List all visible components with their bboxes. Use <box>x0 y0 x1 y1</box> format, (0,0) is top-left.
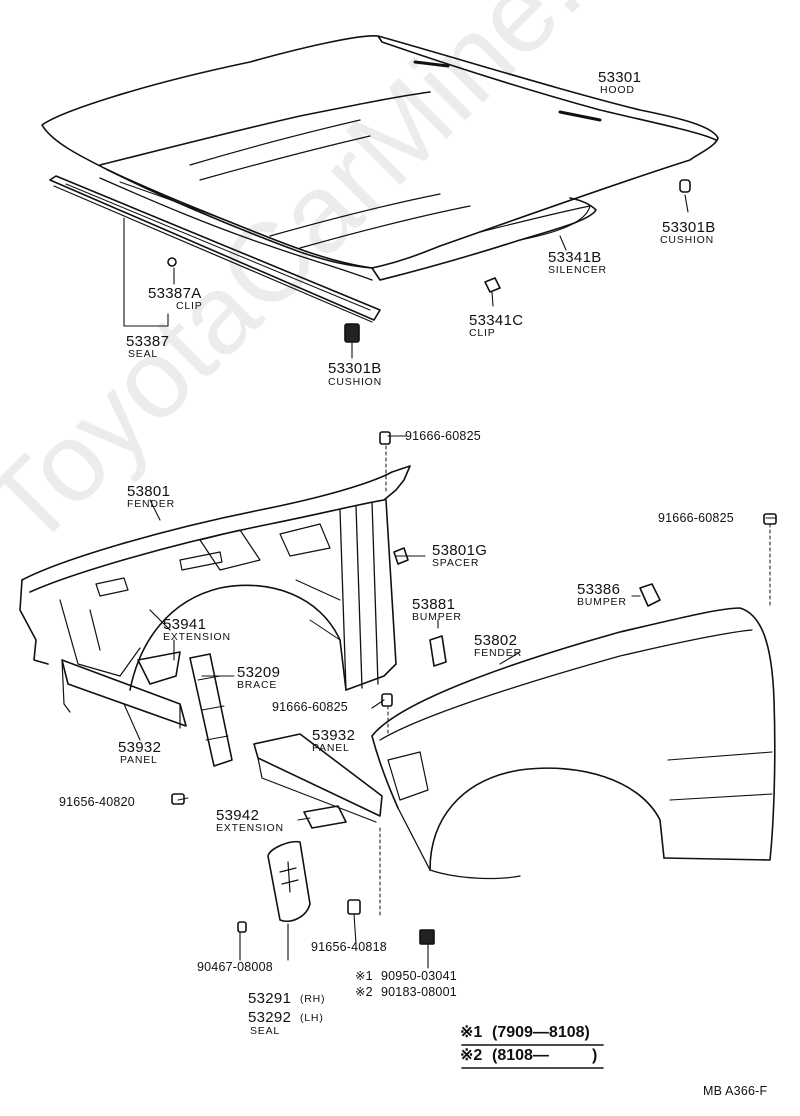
bumper-mid-number: 53881 <box>412 596 456 613</box>
fender-right-name: FENDER <box>474 647 522 659</box>
fender-right-number: 53802 <box>474 632 518 649</box>
legend-row2-close: ) <box>592 1047 598 1064</box>
bolt-top-number: 91666-60825 <box>405 429 481 443</box>
alt2-number: 90183-08001 <box>381 985 457 999</box>
screw-bottom-number: 91656-40818 <box>311 940 387 954</box>
extension-upper-drawing <box>137 651 181 685</box>
legend-row2-range: (8108— <box>492 1047 549 1064</box>
seal-lh-side: (LH) <box>300 1012 324 1024</box>
extension-upper-name: EXTENSION <box>163 631 231 643</box>
cushion-center-name: CUSHION <box>328 376 383 388</box>
extension-lower-drawing <box>303 805 347 829</box>
hood-part-number: 53301 <box>598 69 642 86</box>
grommet-number: 90467-08008 <box>197 960 273 974</box>
silencer-name: SILENCER <box>548 264 607 276</box>
seal-lh-number: 53292 <box>248 1009 292 1026</box>
panel-right-name: PANEL <box>312 742 350 754</box>
spacer-number: 53801G <box>432 542 488 559</box>
extension-lower-name: EXTENSION <box>216 822 284 834</box>
legend-row1-range: (7909—8108) <box>492 1024 590 1041</box>
alt1-mark: ※1 <box>355 969 373 983</box>
clip-left-name: CLIP <box>176 300 203 312</box>
bumper-right-name: BUMPER <box>577 596 627 608</box>
legend-row1-mark: ※1 <box>460 1024 483 1041</box>
panel-left-name: PANEL <box>120 754 158 766</box>
screw-left-number: 91656-40820 <box>59 795 135 809</box>
extension-lower-number: 53942 <box>216 807 260 824</box>
alt1-number: 90950-03041 <box>381 969 457 983</box>
spacer-name: SPACER <box>432 557 480 569</box>
hood-small-parts <box>167 179 691 343</box>
legend-row2-mark: ※2 <box>460 1047 483 1064</box>
cushion-right-number: 53301B <box>662 219 716 236</box>
cushion-right-name: CUSHION <box>660 234 715 246</box>
seal-lh-name: SEAL <box>250 1025 281 1037</box>
fender-left-number: 53801 <box>127 483 171 500</box>
bumper-mid-name: BUMPER <box>412 611 462 623</box>
clip-right-number: 53341C <box>469 312 524 329</box>
clip-right-name: CLIP <box>469 327 496 339</box>
illustration-code: MB A366-F <box>703 1084 768 1098</box>
seal-panel-drawing <box>267 840 311 922</box>
clip-left-number: 53387A <box>148 285 202 302</box>
brace-drawing <box>189 653 233 767</box>
extension-upper-number: 53941 <box>163 616 207 633</box>
panel-left-drawing <box>61 659 187 729</box>
cushion-center-number: 53301B <box>328 360 382 377</box>
bolt-right-number: 91666-60825 <box>658 511 734 525</box>
seal-rh-side: (RH) <box>300 993 326 1005</box>
fender-left-name: FENDER <box>127 498 175 510</box>
panel-left-number: 53932 <box>118 739 162 756</box>
right-fender-drawing <box>371 607 776 880</box>
brace-name: BRACE <box>237 679 278 691</box>
left-fender-drawing <box>19 465 411 691</box>
silencer-number: 53341B <box>548 249 602 266</box>
seal-rh-number: 53291 <box>248 990 292 1007</box>
brace-number: 53209 <box>237 664 281 681</box>
bolt-mid-number: 91666-60825 <box>272 700 348 714</box>
seal-name: SEAL <box>128 348 159 360</box>
hood-part-name: HOOD <box>600 84 635 96</box>
hood-drawing <box>41 35 719 281</box>
alt2-mark: ※2 <box>355 985 373 999</box>
panel-right-number: 53932 <box>312 727 356 744</box>
bumper-right-number: 53386 <box>577 581 621 598</box>
seal-strip-drawing <box>49 175 381 323</box>
seal-number: 53387 <box>126 333 170 350</box>
